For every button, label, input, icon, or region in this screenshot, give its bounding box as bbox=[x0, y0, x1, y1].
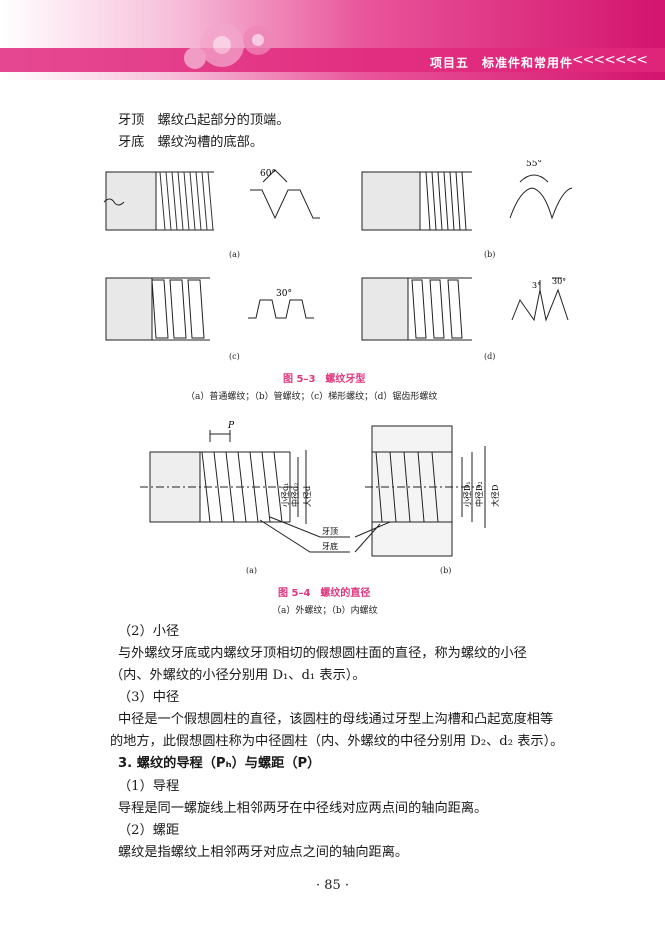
gear-icon bbox=[184, 23, 273, 69]
crest-label: 牙顶 bbox=[322, 527, 338, 536]
angle-b-label: 55° bbox=[526, 160, 542, 169]
angle-c-label: 30° bbox=[276, 289, 292, 299]
minor-diameter-line1: 与外螺纹牙底或内螺纹牙顶相切的假想圆柱面的直径，称为螺纹的小径 bbox=[118, 646, 527, 661]
ext-minor-label: 小径d₁ bbox=[280, 483, 290, 507]
thread-c-drawing bbox=[105, 277, 210, 341]
pitch-paragraph: 螺纹是指螺纹上相邻两牙对应点之间的轴向距离。 bbox=[118, 845, 409, 860]
page-header: 项目五 标准件和常用件 <<<<<<< bbox=[0, 0, 665, 80]
header-banner bbox=[0, 0, 665, 80]
thread-b-drawing bbox=[361, 171, 472, 231]
lead-title: （1）导程 bbox=[118, 779, 180, 794]
fig53-label-b: (b) bbox=[484, 250, 496, 259]
minor-diameter-line2: （内、外螺纹的小径分别用 D₁、d₁ 表示）。 bbox=[110, 668, 366, 683]
fig53-label-a: (a) bbox=[229, 250, 241, 259]
fig53-label-d: (d) bbox=[484, 352, 496, 361]
thread-a-drawing bbox=[103, 171, 214, 231]
definition-root: 牙底 螺纹沟槽的底部。 bbox=[118, 135, 264, 150]
figure-5-3-subcaption: （a）普通螺纹；（b）管螺纹；（c）梯形螺纹；（d）锯齿形螺纹 bbox=[186, 392, 438, 402]
figure-5-3-caption: 图 5–3 螺纹牙型 bbox=[283, 374, 366, 385]
fig53-label-c: (c) bbox=[229, 352, 240, 361]
ext-major-label: 大径d bbox=[302, 486, 312, 507]
chevron-decoration-icon: <<<<<<< bbox=[571, 52, 648, 68]
profile-c-drawing bbox=[248, 299, 314, 319]
thread-d-drawing bbox=[361, 277, 472, 341]
fig54-label-b: (b) bbox=[440, 566, 452, 575]
figure-5-4: P 小径d₁ 中径d₂ 大径d 小径D₁ 中径D₂ 大径D 牙顶 牙底 bbox=[140, 421, 500, 557]
page-number: · 85 · bbox=[315, 878, 350, 893]
int-major-label: 大径D bbox=[490, 485, 500, 507]
internal-thread-drawing bbox=[365, 425, 486, 557]
definition-crest: 牙顶 螺纹凸起部分的顶端。 bbox=[118, 113, 290, 128]
minor-diameter-title: （2）小径 bbox=[118, 624, 180, 639]
int-pitch-label: 中径D₂ bbox=[474, 481, 484, 507]
pitch-diameter-title: （3）中径 bbox=[118, 690, 180, 705]
ext-pitch-label: 中径d₂ bbox=[290, 483, 300, 507]
pitch-label: P bbox=[227, 421, 235, 431]
profile-b-drawing bbox=[509, 174, 573, 220]
angle-d1-label: 3° bbox=[532, 281, 541, 290]
pitch-title: （2）螺距 bbox=[118, 823, 180, 838]
int-minor-label: 小径D₁ bbox=[462, 481, 472, 507]
fig54-label-a: (a) bbox=[246, 566, 258, 575]
figure-5-3: 60° 55° 30° 3° 30° bbox=[103, 160, 573, 341]
chapter-title: 项目五 标准件和常用件 bbox=[429, 56, 573, 70]
profile-a-drawing bbox=[250, 169, 320, 220]
external-thread-drawing bbox=[140, 430, 307, 524]
pitch-diameter-line1: 中径是一个假想圆柱的直径，该圆柱的母线通过牙型上沟槽和凸起宽度相等 bbox=[118, 712, 554, 727]
pitch-diameter-line2: 的地方，此假想圆柱称为中径圆柱（内、外螺纹的中径分别用 D₂、d₂ 表示）。 bbox=[110, 734, 564, 749]
lead-paragraph: 导程是同一螺旋线上相邻两牙在中径线对应两点间的轴向距离。 bbox=[118, 801, 488, 816]
root-label: 牙底 bbox=[322, 541, 338, 551]
angle-a-label: 60° bbox=[260, 169, 276, 179]
angle-d2-label: 30° bbox=[552, 277, 566, 286]
profile-d-drawing bbox=[511, 277, 569, 322]
figure-5-4-caption: 图 5–4 螺纹的直径 bbox=[278, 588, 371, 599]
figure-5-4-subcaption: （a）外螺纹；（b）内螺纹 bbox=[272, 606, 378, 616]
lead-pitch-heading: 3. 螺纹的导程（Pₕ）与螺距（P） bbox=[118, 756, 321, 771]
